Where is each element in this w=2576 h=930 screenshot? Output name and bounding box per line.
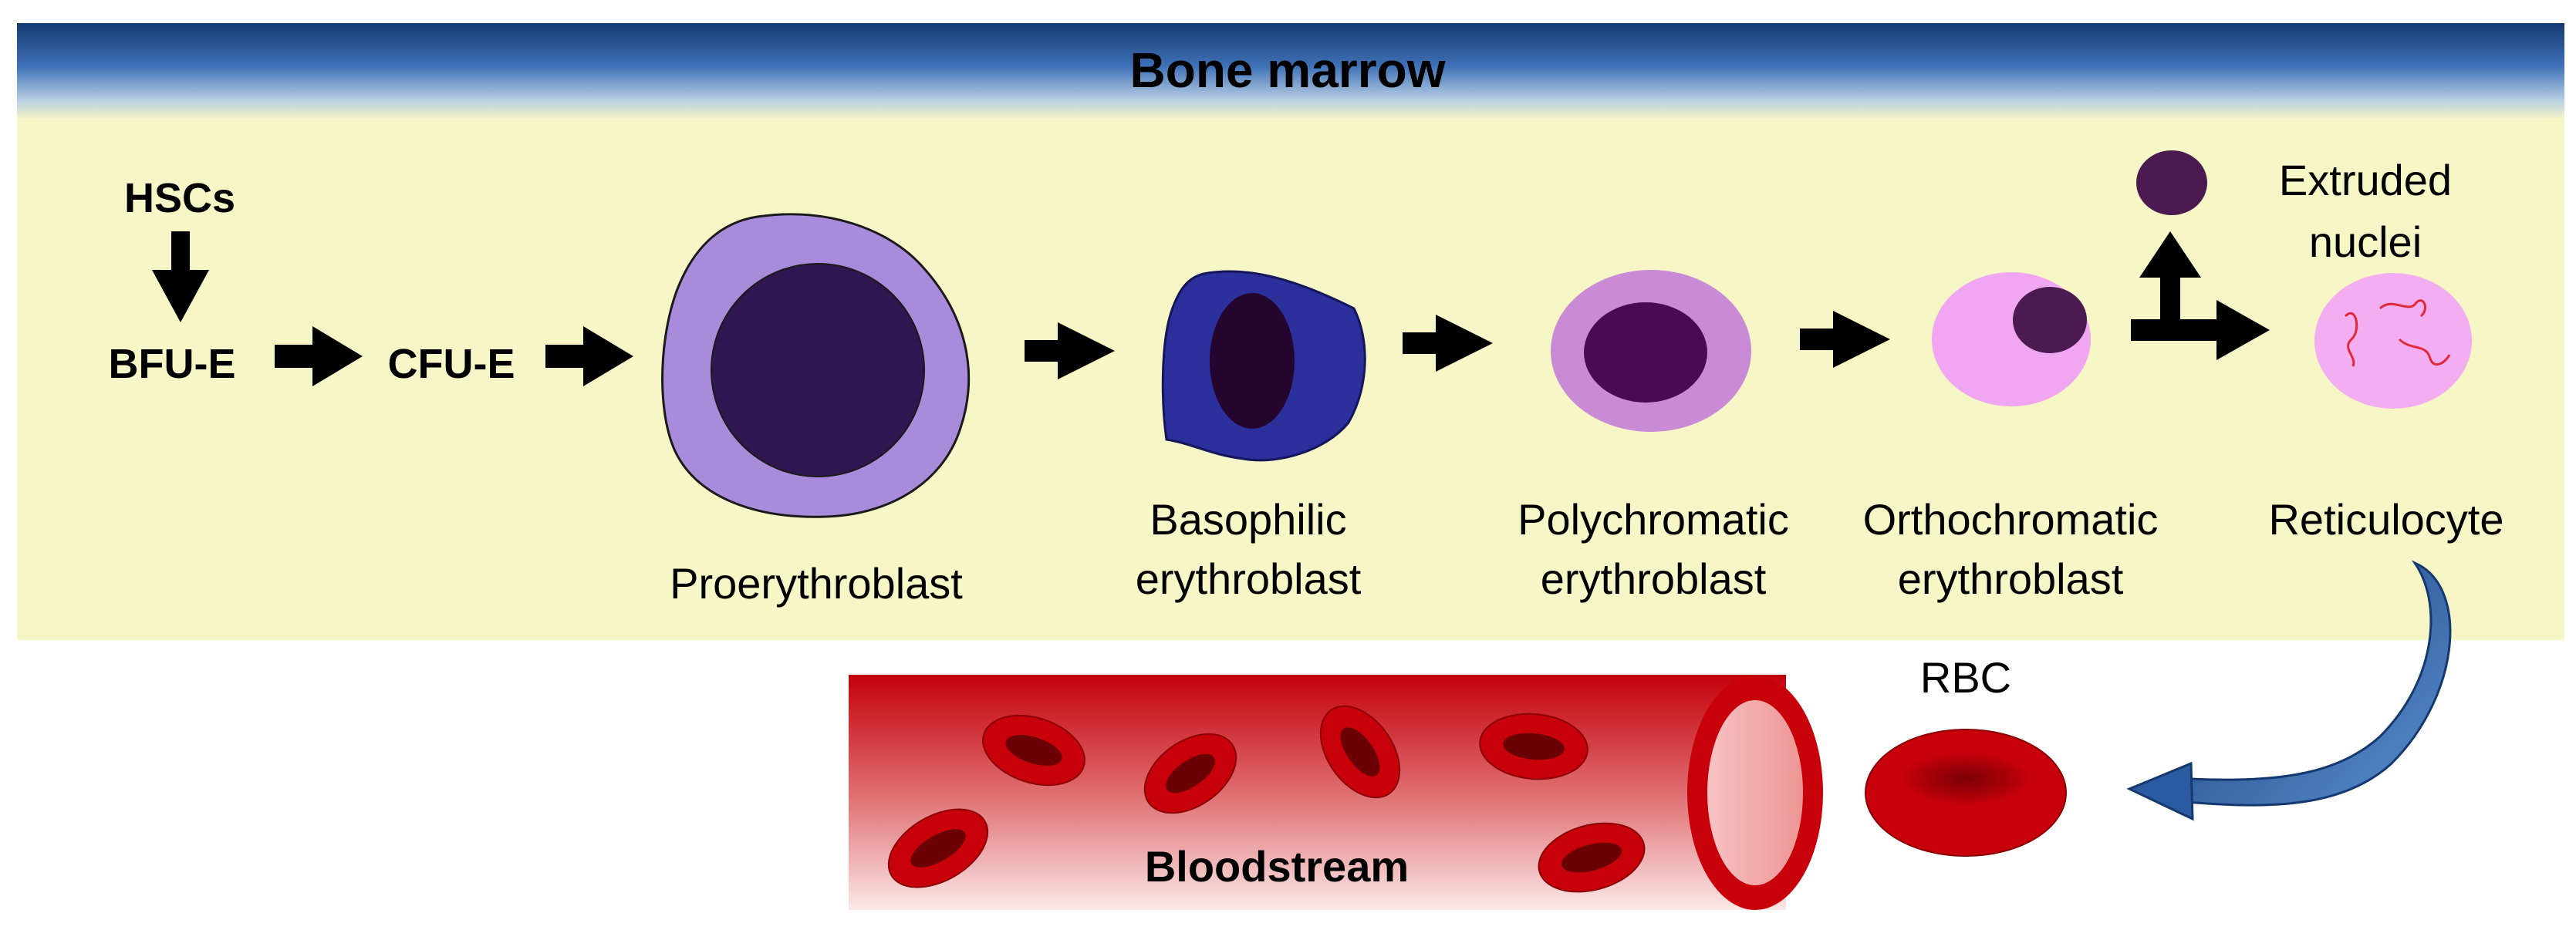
extruded-nuclei-label-line1: Extruded: [2279, 156, 2452, 204]
arrow-bfu-to-cfu: [275, 326, 363, 386]
vessel-rbc: [1479, 713, 1588, 780]
reticulocyte-label: Reticulocyte: [2268, 495, 2503, 544]
cfu-e-label: CFU-E: [388, 341, 515, 387]
arrow-polychromatic-to-orthochromatic: [1800, 311, 1890, 368]
arrow-proerythroblast-to-basophilic: [1025, 322, 1115, 379]
rbc-label: RBC: [1920, 653, 2011, 702]
release-to-bloodstream-arrow: [2126, 560, 2452, 821]
arrow-hsc-to-bfu: [152, 231, 209, 322]
vessel-rbc: [1319, 705, 1401, 799]
extruded-nuclei-label-line2: nuclei: [2309, 217, 2422, 266]
bfu-e-label: BFU-E: [109, 341, 236, 387]
reticulocyte-cell: [2314, 273, 2472, 409]
polychromatic-erythroblast-cell: [1551, 270, 1751, 432]
bloodstream-label: Bloodstream: [1145, 842, 1409, 891]
proerythroblast-cell: [661, 213, 971, 518]
bone-marrow-title: Bone marrow: [1130, 42, 1446, 98]
orthochromatic-erythroblast-cell: [1932, 272, 2091, 406]
hsc-label: HSCs: [124, 175, 235, 221]
enucleation-branch-arrow: [2131, 231, 2270, 360]
blood-vessel: [849, 675, 1823, 910]
mature-rbc: [1865, 729, 2067, 857]
arrow-basophilic-to-polychromatic: [1403, 315, 1493, 372]
extruded-nucleus: [2136, 150, 2207, 215]
orthochromatic-label-line1: Orthochromatic: [1863, 495, 2159, 544]
polychromatic-label-line2: erythroblast: [1541, 554, 1767, 603]
basophilic-label-line2: erythroblast: [1136, 554, 1362, 603]
basophilic-label-line1: Basophilic: [1150, 495, 1346, 544]
bone-marrow-header-band: [17, 23, 2564, 120]
vessel-rbc: [982, 714, 1085, 787]
arrow-cfu-to-proerythroblast: [545, 326, 633, 386]
orthochromatic-label-line2: erythroblast: [1898, 554, 2124, 603]
proerythroblast-label: Proerythroblast: [670, 559, 963, 608]
vessel-rbc: [887, 808, 989, 888]
basophilic-erythroblast-cell: [1161, 270, 1366, 462]
vessel-rbc: [1143, 733, 1237, 814]
vessel-rbc: [1538, 822, 1646, 893]
polychromatic-label-line1: Polychromatic: [1518, 495, 1789, 544]
